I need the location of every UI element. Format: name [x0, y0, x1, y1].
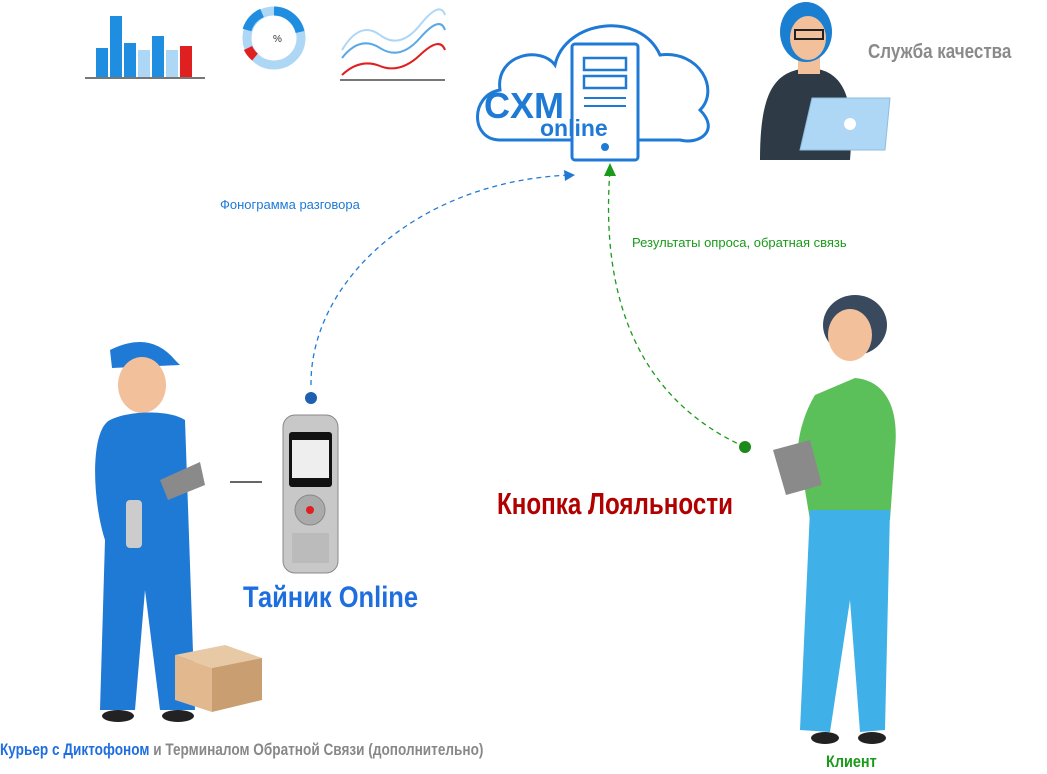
cloud-icon [476, 24, 710, 162]
courier-illustration [95, 342, 205, 722]
server-icon [570, 42, 640, 162]
cloud-brand-bottom: online [540, 115, 608, 141]
quality-service-label: Служба качества [868, 41, 1012, 63]
donut-chart-icon [242, 6, 306, 70]
client-label: Клиент [826, 752, 877, 771]
recorder-product-label: Тайник Online [243, 581, 419, 614]
cloud-brand-top: CXM [484, 85, 564, 126]
parcel-box-icon [175, 645, 262, 712]
courier-caption-rest: и Терминалом Обратной Связи (дополнитель… [149, 740, 484, 759]
bar-chart-icon [85, 16, 205, 79]
feedback-flow-arrow [607, 169, 746, 448]
loyalty-button-label: Кнопка Лояльности [497, 486, 733, 521]
recording-flow-label: Фонограмма разговора [220, 197, 360, 212]
courier-caption-highlight: Курьер с Диктофоном [0, 740, 150, 759]
quality-operator-illustration [760, 2, 891, 160]
client-illustration [773, 295, 896, 744]
recording-flow-arrow [310, 174, 573, 386]
donut-percent-label: % [273, 34, 282, 45]
voice-recorder-illustration [282, 414, 339, 574]
feedback-flow-label: Результаты опроса, обратная связь [632, 235, 847, 250]
line-chart-icon [340, 8, 446, 81]
courier-caption: Курьер с Диктофоном и Терминалом Обратно… [0, 740, 483, 760]
